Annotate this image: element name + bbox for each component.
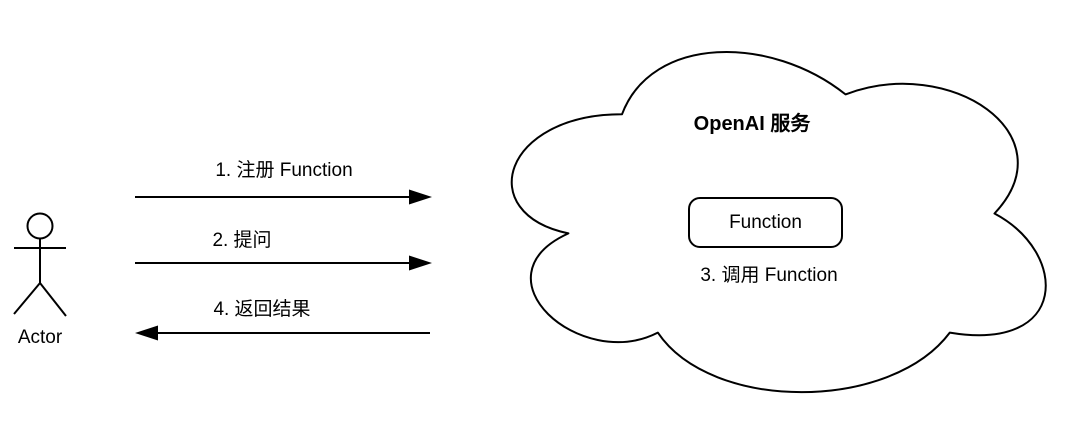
function-box-label: Function xyxy=(729,211,802,233)
arrow-ask xyxy=(135,255,432,271)
arrowhead-left-icon xyxy=(135,325,158,341)
arrowhead-right-icon xyxy=(409,255,432,271)
cloud-title: OpenAI 服务 xyxy=(693,113,811,135)
ask-label: 2. 提问 xyxy=(212,230,272,251)
actor-head xyxy=(26,212,54,240)
function-box: Function xyxy=(688,197,843,248)
return-result-label: 4. 返回结果 xyxy=(213,299,311,320)
arrowhead-right-icon xyxy=(409,189,432,205)
actor-figure xyxy=(13,212,67,317)
arrow-return-result xyxy=(135,325,430,341)
actor-right-leg xyxy=(39,282,67,317)
actor-left-leg xyxy=(13,282,41,315)
arrow-register-function xyxy=(135,189,432,205)
call-function-label: 3. 调用 Function xyxy=(700,265,838,286)
actor-label: Actor xyxy=(17,327,63,348)
register-function-label: 1. 注册 Function xyxy=(215,160,353,181)
